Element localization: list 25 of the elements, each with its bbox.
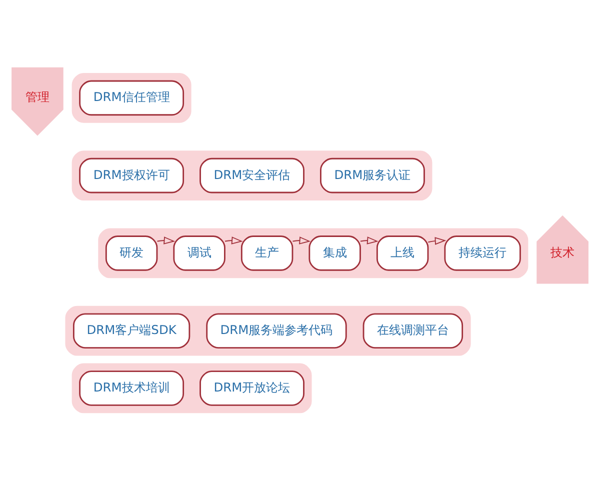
node-box: DRM服务端参考代码 xyxy=(206,312,347,348)
node-box: DRM授权许可 xyxy=(79,157,184,193)
node-box: DRM客户端SDK xyxy=(72,312,190,348)
node-box: 研发 xyxy=(105,235,158,270)
arrow xyxy=(224,236,243,244)
cluster xyxy=(65,305,471,356)
arrow xyxy=(292,236,311,244)
cluster xyxy=(72,72,192,122)
node-box: DRM技术培训 xyxy=(79,370,184,406)
node-box: 调试 xyxy=(173,235,226,270)
node-box: 生产 xyxy=(240,235,294,270)
node-box: DRM服务认证 xyxy=(320,157,425,193)
node-box: 持续运行 xyxy=(444,235,521,270)
node-box: DRM开放论坛 xyxy=(200,370,304,406)
node-box: DRM安全评估 xyxy=(200,157,304,193)
node-box: 在线调测平台 xyxy=(362,312,464,348)
cluster xyxy=(72,362,312,413)
arrow xyxy=(360,236,378,244)
cluster xyxy=(72,150,432,200)
arrow xyxy=(156,236,176,244)
node-box: DRM信任管理 xyxy=(79,80,184,116)
node-box: 上线 xyxy=(376,235,429,270)
cluster xyxy=(98,228,528,278)
arrow xyxy=(428,236,446,244)
node-box: 集成 xyxy=(308,235,361,270)
